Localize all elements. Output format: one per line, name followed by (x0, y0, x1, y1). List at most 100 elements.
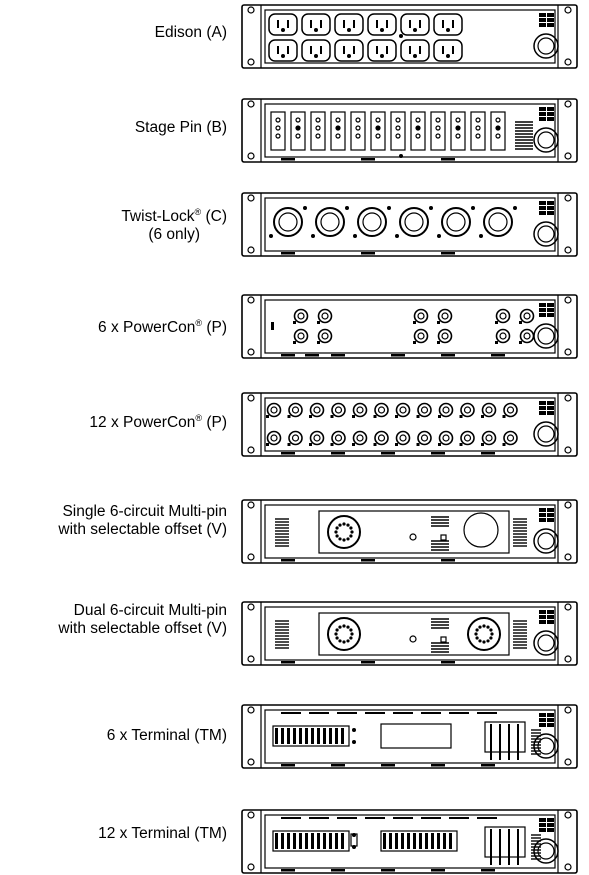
panel-face (264, 9, 556, 64)
stage-pin-outlet-icon (330, 111, 346, 151)
powercon-core (506, 434, 515, 442)
edison-outlet-icon (433, 13, 463, 36)
outlet-body (400, 13, 430, 36)
stage-pin-outlet-icon (410, 111, 426, 151)
vent-slot (281, 869, 295, 872)
rack-screw (247, 863, 255, 871)
breaker-icon (547, 18, 554, 22)
terminal-contact (383, 833, 386, 849)
outlet-slot (353, 46, 355, 54)
powercon-outlet-icon (373, 402, 389, 418)
powercon-outlet-icon (352, 430, 368, 446)
option-edison: Edison (A) (0, 0, 589, 80)
stage-pin-hole (496, 126, 500, 130)
vent-slot (281, 661, 295, 664)
stage-pin-hole (355, 133, 361, 139)
outlet-body (334, 39, 364, 62)
powercon-core (399, 434, 407, 442)
label-line: with selectable offset (V) (58, 521, 227, 538)
outlet-slot (376, 20, 378, 28)
powercon-core (485, 406, 493, 414)
option-label-terminal-6: 6 x Terminal (TM) (107, 727, 227, 745)
stage-pin-panel (241, 98, 578, 163)
power-inlet-icon (533, 127, 559, 153)
rack-screw (564, 194, 572, 202)
outlet-ground (380, 28, 384, 32)
powercon-core (334, 406, 343, 414)
stage-pin-outlet-icon (430, 111, 446, 151)
stage-pin-hole (295, 133, 301, 139)
outlet-ground (347, 28, 351, 32)
powercon-outlet-icon (330, 402, 346, 418)
terminal-contact (341, 833, 344, 849)
power-inlet-ring (537, 327, 555, 345)
offset-selector-icon (409, 635, 417, 643)
powercon-latch (266, 443, 269, 446)
rack-screw (564, 553, 572, 561)
powercon-latch (495, 321, 498, 324)
stage-pin-hole (456, 126, 460, 130)
option-multipin-dual: Dual 6-circuit Multi-pin with selectable… (0, 598, 589, 678)
offset-selector-icon (409, 533, 417, 541)
powercon-core (297, 332, 305, 340)
powercon-outlet-icon (459, 402, 475, 418)
vent-slot (281, 764, 295, 767)
breaker-icon (539, 620, 546, 624)
multipin-connector-icon (467, 617, 501, 651)
outlet-ground (413, 28, 417, 32)
power-inlet-ring (537, 131, 555, 149)
powercon-ring (352, 430, 368, 446)
powercon-latch (502, 415, 506, 418)
panel-face (264, 814, 556, 869)
panel-frame (241, 499, 578, 564)
stage-pin-hole (296, 126, 300, 130)
powercon-ring (288, 430, 303, 446)
powercon-core (270, 406, 278, 414)
stage-pin-hole (335, 133, 341, 139)
powercon-12-panel (241, 392, 578, 457)
powercon-ring (417, 402, 432, 418)
power-inlet-ring (537, 225, 555, 243)
powercon-latch (413, 321, 416, 324)
twist-lock-inner (404, 212, 424, 232)
screw-dot (429, 206, 433, 210)
powercon-ring (395, 430, 411, 446)
powercon-ring (374, 402, 389, 418)
rack-screw (247, 446, 255, 454)
power-inlet-ring (537, 842, 555, 860)
powercon-core (417, 312, 425, 320)
terminal-contact (329, 728, 332, 744)
powercon-core (399, 406, 407, 414)
powercon-outlet-icon (287, 430, 303, 446)
vent-slot (421, 712, 441, 714)
breaker-icon (539, 303, 546, 307)
terminal-contact (395, 833, 398, 849)
powercon-latch (481, 443, 484, 446)
multipin-pin (346, 537, 350, 541)
breaker-icon (539, 823, 546, 827)
terminal-contact (341, 728, 344, 744)
powercon-outlet-icon (519, 308, 535, 324)
screw-dot (303, 206, 307, 210)
terminal-contact (449, 833, 452, 849)
power-inlet-ring (537, 37, 555, 55)
breaker-icon (539, 117, 546, 121)
outlet-slot (419, 20, 421, 28)
powercon-core (377, 434, 386, 442)
rack-screw (247, 655, 255, 663)
breaker-icon (539, 518, 546, 522)
breaker-icon (539, 401, 546, 405)
multipin-pin (482, 624, 486, 628)
option-label-multipin-single: Single 6-circuit Multi-pin with selectab… (58, 503, 227, 539)
offset-switch-icon (440, 636, 447, 643)
stage-pin-outlet-icon (350, 111, 366, 151)
power-inlet-icon (533, 630, 559, 656)
screw-dot (387, 206, 391, 210)
powercon-core (377, 406, 386, 414)
twist-lock-outlet-icon (399, 207, 429, 237)
terminal-contact (305, 833, 308, 849)
powercon-outlet-icon (287, 402, 303, 418)
multipin-single-panel (241, 499, 578, 564)
multipin-pin (346, 625, 350, 629)
rack-screw (247, 152, 255, 160)
